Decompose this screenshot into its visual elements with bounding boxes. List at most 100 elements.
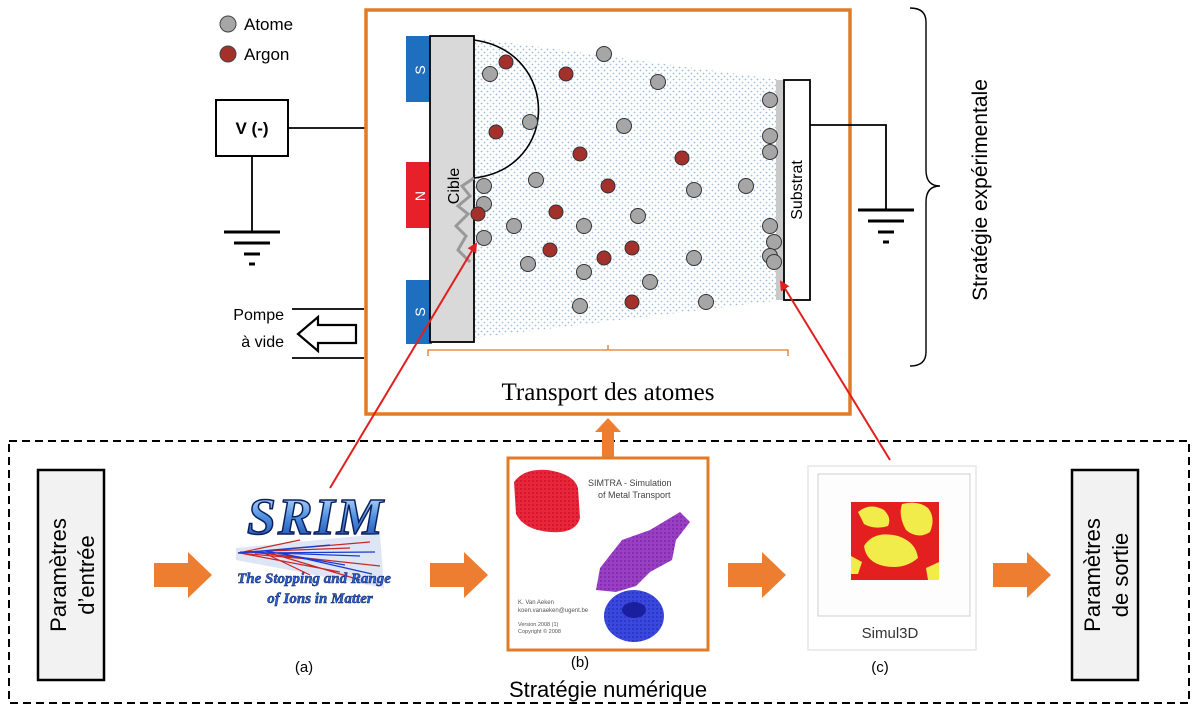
numerical-strategy-label: Stratégie numérique [509, 677, 707, 702]
atom-legend-marker [219, 15, 237, 33]
voltage-source-box [215, 99, 289, 157]
atom [698, 294, 714, 310]
voltage-source-label: V (-) [235, 119, 268, 138]
flow-arrow-1 [154, 552, 212, 598]
ground-symbol-left [224, 230, 280, 266]
simtra-title-line2: of Metal Transport [598, 490, 671, 500]
flow-arrow-3 [728, 552, 786, 598]
atom [762, 218, 778, 234]
magnet-bottom-label: S [412, 307, 428, 316]
substrate-layer [776, 80, 784, 300]
ground-symbol-right [858, 208, 914, 244]
srim-logo-text: SRIM [247, 489, 385, 546]
flow-arrow-4 [993, 552, 1051, 598]
simtra-screenshot: SIMTRA - Simulation of Metal Transport K… [506, 456, 710, 652]
argon-legend-marker [219, 45, 237, 63]
simtra-title-line1: SIMTRA - Simulation [588, 478, 672, 488]
atom [686, 250, 702, 266]
vacuum-pump: Pompe à vide [233, 307, 364, 359]
magnetic-field-line [473, 39, 540, 179]
flow-arrows [154, 418, 1051, 598]
input-parameters-line1: Paramètres [46, 518, 71, 632]
argon [542, 242, 558, 258]
atom [528, 172, 544, 188]
magnet-top-label: S [412, 65, 428, 74]
srim-subtitle-line1: The Stopping and Range [237, 571, 391, 587]
srim-subtitle-line2: of Ions in Matter [267, 591, 373, 607]
atom-legend-label: Atome [244, 15, 293, 34]
legend: Atome Argon [219, 15, 293, 64]
atom [576, 218, 592, 234]
plasma-region [474, 38, 782, 338]
pump-label-line1: Pompe [233, 307, 284, 324]
target-label: Cible [446, 168, 463, 205]
atom [738, 178, 754, 194]
simul3d-yellow-blob-center [864, 534, 918, 567]
atom [762, 92, 778, 108]
simtra-red-cylinder [514, 469, 580, 533]
caption-b: (b) [571, 654, 589, 671]
simtra-version: Version 2008 (1) [518, 622, 559, 628]
input-parameters-box [36, 468, 106, 682]
flow-arrow-2 [430, 552, 488, 598]
srim-logo: SRIM The Stopping and Range of Ions in M… [236, 488, 391, 607]
argon [572, 146, 588, 162]
substrate-label: Substrat [789, 160, 806, 220]
simul3d-yellow-blob-right [900, 502, 933, 536]
argon [600, 178, 616, 194]
argon-ions [470, 54, 690, 310]
simtra-blue-cylinder-hole [622, 602, 646, 618]
atom [762, 128, 778, 144]
sputtering-chamber: S N S Cible Substrat [364, 8, 914, 416]
atom [522, 114, 538, 130]
argon [488, 124, 504, 140]
argon [624, 294, 640, 310]
transport-label: Transport des atomes [502, 379, 715, 406]
flow-arrow-up [595, 418, 621, 458]
magnet-bottom [406, 280, 432, 344]
argon [596, 250, 612, 266]
argon [674, 150, 690, 166]
atom [576, 264, 592, 280]
atom [650, 74, 666, 90]
simul3d-yellow-blob-corner [926, 562, 939, 580]
pump-arrow-icon [296, 314, 358, 354]
simtra-purple-geometry [596, 512, 690, 592]
atom [520, 256, 536, 272]
substrate-plate [783, 79, 811, 301]
magnet-middle-label: N [412, 191, 428, 201]
caption-a: (a) [295, 659, 313, 676]
simtra-copyright: Copyright © 2008 [518, 628, 561, 635]
atom [596, 46, 612, 62]
simul3d-label: Simul3D [862, 625, 919, 642]
simul3d-screenshot: Simul3D [807, 465, 977, 651]
output-parameters-line2: de sortie [1108, 533, 1133, 617]
srim-to-target-arrow [329, 242, 478, 489]
atoms [476, 46, 782, 314]
magnet-middle [406, 162, 432, 228]
pump-label-line2: à vide [241, 334, 284, 351]
atom [616, 118, 632, 134]
atom [762, 144, 778, 160]
numerical-strategy-frame [8, 440, 1190, 704]
voltage-circuit: V (-) [215, 99, 430, 266]
atom [476, 230, 492, 246]
output-parameters-line1: Paramètres [1080, 518, 1105, 632]
experimental-brace [909, 7, 941, 367]
argon [558, 66, 574, 82]
atom [476, 178, 492, 194]
simtra-email: koen.vanaeken@ugent.be [518, 608, 589, 614]
atom [506, 218, 522, 234]
atom [766, 234, 782, 250]
argon [470, 206, 486, 222]
atom [766, 254, 782, 270]
magnet-top [406, 36, 432, 102]
target-erosion-crack [453, 176, 475, 264]
atom [642, 274, 658, 290]
output-parameters-box [1070, 468, 1140, 682]
simtra-author: K. Van Aeken [518, 600, 554, 606]
atom [686, 182, 702, 198]
target-plate [429, 35, 475, 343]
input-parameters-line2: d’entrée [74, 535, 99, 615]
